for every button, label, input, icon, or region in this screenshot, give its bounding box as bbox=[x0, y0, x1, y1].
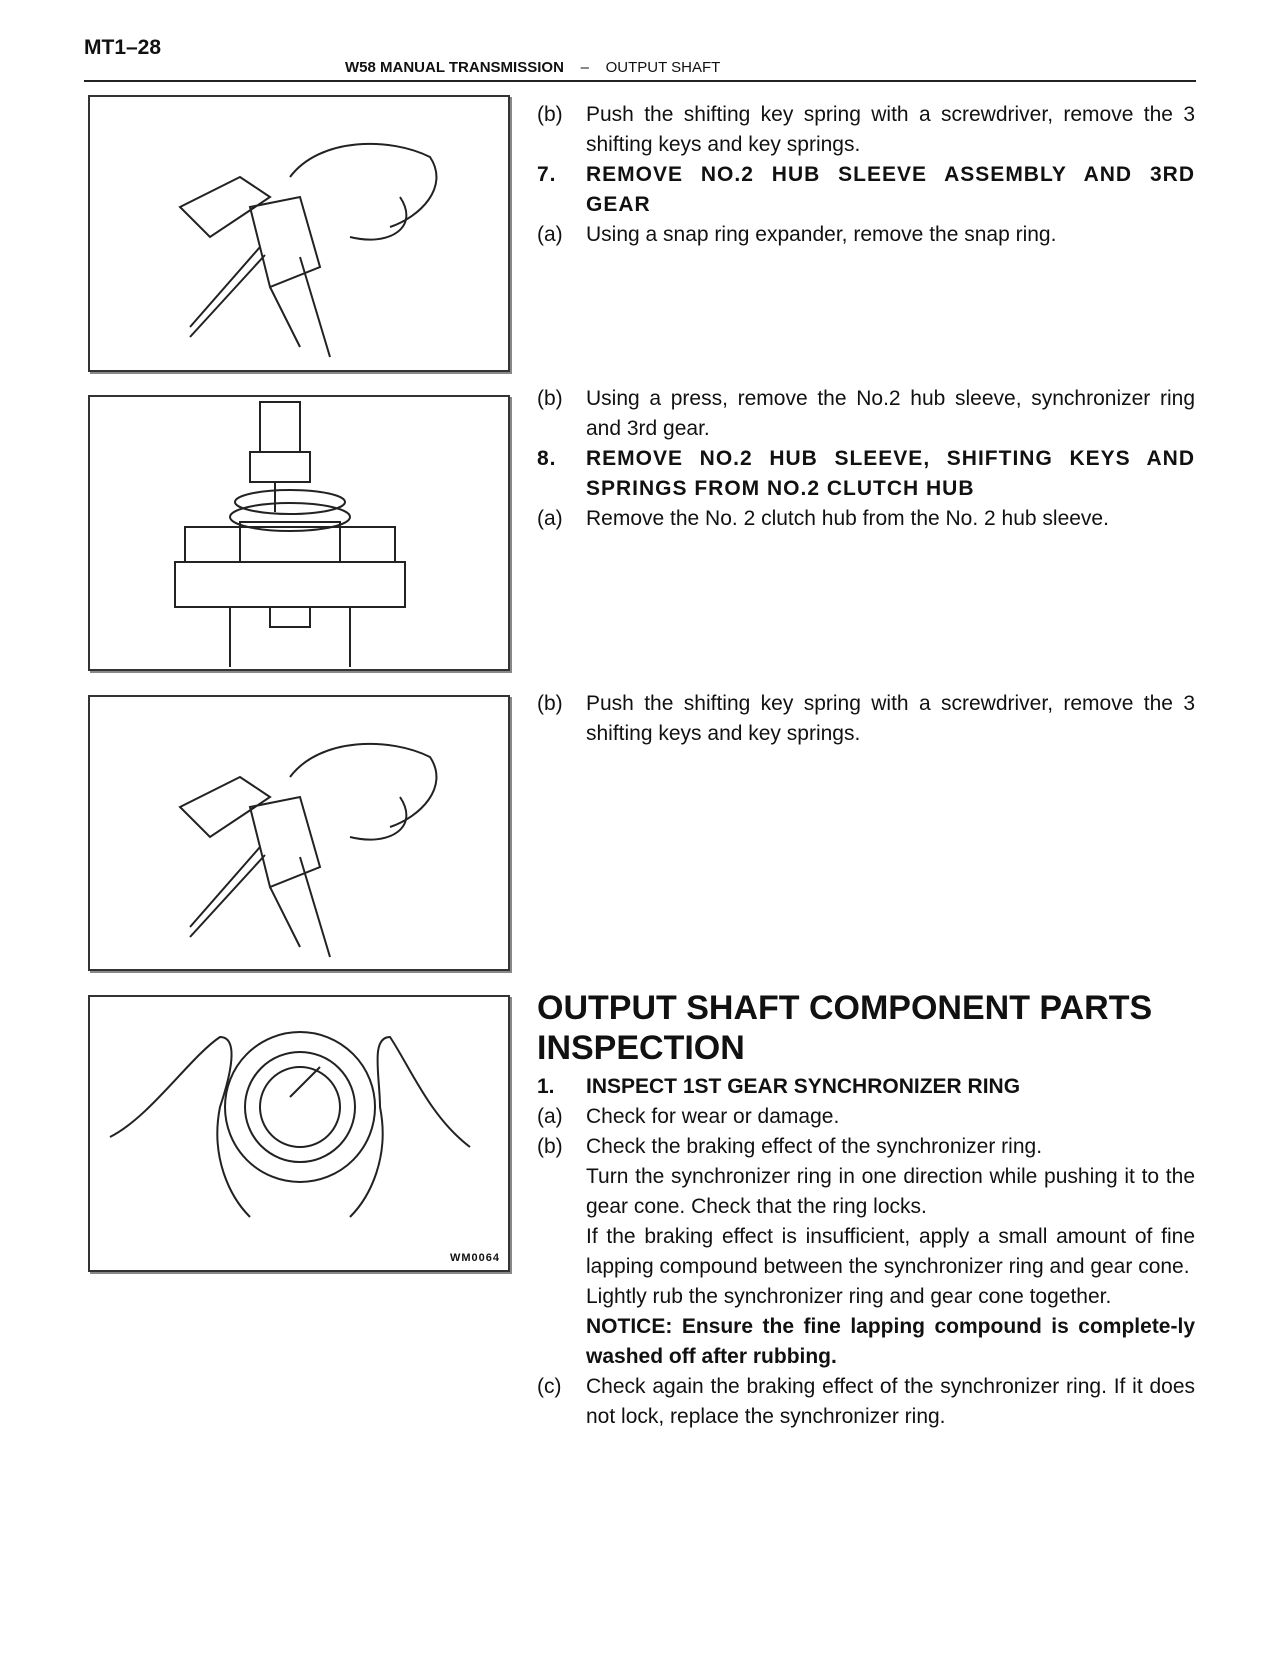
step-item: (b) Push the shifting key spring with a s… bbox=[537, 689, 1195, 749]
step-label: (b) bbox=[537, 103, 563, 126]
figure-code: WM0064 bbox=[449, 1252, 500, 1264]
step-text: REMOVE NO.2 HUB SLEEVE ASSEMBLY AND 3RD … bbox=[586, 163, 1195, 216]
figure-synchronizer-ring: WM0064 bbox=[88, 995, 510, 1272]
step-heading: 7. REMOVE NO.2 HUB SLEEVE ASSEMBLY AND 3R… bbox=[537, 160, 1195, 220]
step-text: Check the braking effect of the synchron… bbox=[586, 1135, 1043, 1158]
running-header: W58 MANUAL TRANSMISSION – OUTPUT SHAFT bbox=[345, 59, 720, 76]
step-item: (c) Check again the braking effect of the… bbox=[537, 1372, 1195, 1432]
text-block-2: (b) Using a press, remove the No.2 hub sl… bbox=[537, 384, 1195, 534]
step-label: (a) bbox=[537, 507, 563, 530]
step-text: REMOVE NO.2 HUB SLEEVE, SHIFTING KEYS AN… bbox=[586, 447, 1195, 500]
separator: – bbox=[580, 59, 589, 76]
paragraph: Lightly rub the synchronizer ring and ge… bbox=[586, 1285, 1112, 1308]
paragraph: If the braking effect is insufficient, a… bbox=[586, 1225, 1195, 1278]
step-label: (b) bbox=[537, 1135, 563, 1158]
step-text: INSPECT 1ST GEAR SYNCHRONIZER RING bbox=[586, 1075, 1021, 1098]
step-text: Using a press, remove the No.2 hub sleev… bbox=[586, 387, 1195, 440]
step-text: Check for wear or damage. bbox=[586, 1105, 840, 1128]
step-text: Remove the No. 2 clutch hub from the No.… bbox=[586, 507, 1109, 530]
step-item: (b) Using a press, remove the No.2 hub sl… bbox=[537, 384, 1195, 444]
step-text: Push the shifting key spring with a scre… bbox=[586, 692, 1195, 745]
step-label: 1. bbox=[537, 1075, 555, 1098]
figure-press bbox=[88, 395, 510, 671]
figure-screwdriver-keys-2 bbox=[88, 695, 510, 971]
step-label: (c) bbox=[537, 1375, 562, 1398]
step-label: (a) bbox=[537, 223, 563, 246]
text-block-3: (b) Push the shifting key spring with a s… bbox=[537, 689, 1195, 749]
step-text: Using a snap ring expander, remove the s… bbox=[586, 223, 1057, 246]
step-label: 7. bbox=[537, 163, 557, 186]
step-heading: 8. REMOVE NO.2 HUB SLEEVE, SHIFTING KEYS … bbox=[537, 444, 1195, 504]
step-label: (a) bbox=[537, 1105, 563, 1128]
step-text: Check again the braking effect of the sy… bbox=[586, 1375, 1195, 1428]
step-heading: 1. INSPECT 1ST GEAR SYNCHRONIZER RING bbox=[537, 1072, 1195, 1102]
step-item: (a) Using a snap ring expander, remove th… bbox=[537, 220, 1195, 250]
paragraph: Turn the synchronizer ring in one direct… bbox=[586, 1165, 1195, 1218]
header-rule bbox=[84, 80, 1196, 82]
page-number: MT1–28 bbox=[84, 36, 162, 59]
text-block-4: OUTPUT SHAFT COMPONENT PARTS INSPECTION … bbox=[537, 988, 1195, 1432]
step-label: (b) bbox=[537, 692, 563, 715]
subsection-title: OUTPUT SHAFT bbox=[605, 59, 721, 76]
section-title: W58 MANUAL TRANSMISSION bbox=[345, 59, 564, 76]
step-label: (b) bbox=[537, 387, 563, 410]
text-block-1: (b) Push the shifting key spring with a s… bbox=[537, 100, 1195, 250]
section-heading: OUTPUT SHAFT COMPONENT PARTS INSPECTION bbox=[537, 989, 1153, 1067]
figure-screwdriver-keys bbox=[88, 95, 510, 372]
notice: NOTICE: Ensure the fine lapping compound… bbox=[586, 1315, 1195, 1368]
step-item: (a) Remove the No. 2 clutch hub from the … bbox=[537, 504, 1195, 534]
step-label: 8. bbox=[537, 447, 557, 470]
step-text: Push the shifting key spring with a scre… bbox=[586, 103, 1195, 156]
step-item: (b) Check the braking effect of the synch… bbox=[537, 1132, 1195, 1162]
step-item: (a) Check for wear or damage. bbox=[537, 1102, 1195, 1132]
step-item: (b) Push the shifting key spring with a s… bbox=[537, 100, 1195, 160]
